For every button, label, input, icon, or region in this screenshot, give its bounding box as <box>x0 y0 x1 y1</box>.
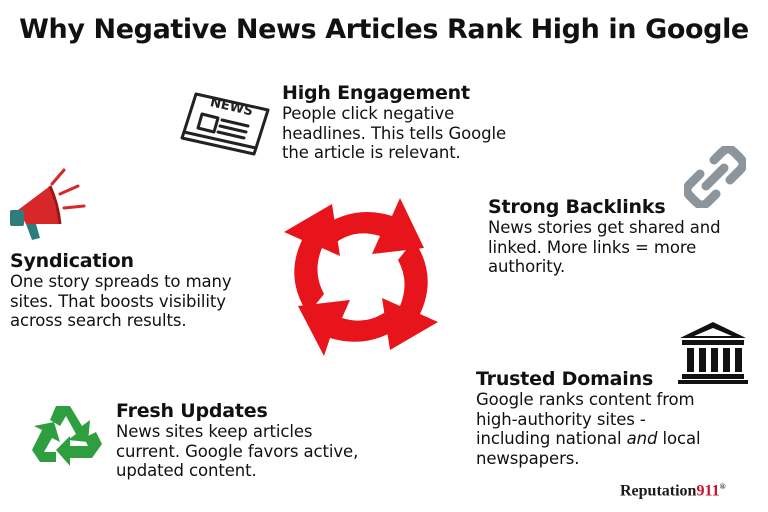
brand-logo: Reputation911® <box>620 482 726 500</box>
trusted-domains-line-1: Google ranks content from <box>476 390 695 409</box>
high-engagement-heading: High Engagement <box>282 82 470 104</box>
trusted-domains-block: Trusted Domains Google ranks content fro… <box>476 368 701 468</box>
fresh-updates-line-2: current. Google favors active, <box>116 441 359 461</box>
strong-backlinks-line-3: authority. <box>488 257 566 276</box>
trusted-domains-line-3-emphasis: and <box>626 429 658 448</box>
trusted-domains-line-3: including national and local <box>476 429 701 449</box>
syndication-line-1: One story spreads to many <box>10 272 232 291</box>
page-title: Why Negative News Articles Rank High in … <box>19 14 749 45</box>
trusted-domains-heading: Trusted Domains <box>476 368 654 390</box>
syndication-line-3: across search results. <box>10 311 187 330</box>
trusted-domains-line-3-start: including national <box>476 429 622 448</box>
high-engagement-line-1: People click negative <box>282 104 455 123</box>
strong-backlinks-heading: Strong Backlinks <box>488 196 666 218</box>
newspaper-icon: NEWS <box>178 86 276 160</box>
brand-number: 911 <box>696 482 720 500</box>
megaphone-icon <box>6 166 90 250</box>
fresh-updates-heading: Fresh Updates <box>116 400 268 422</box>
brand-registered-mark: ® <box>719 482 726 491</box>
strong-backlinks-line-2: linked. More links = more <box>488 237 697 257</box>
trusted-domains-line-4: newspapers. <box>476 448 580 468</box>
fresh-updates-line-1: News sites keep articles <box>116 422 313 441</box>
syndication-line-2: sites. That boosts visibility <box>10 291 226 311</box>
strong-backlinks-block: Strong Backlinks News stories get shared… <box>488 196 721 277</box>
strong-backlinks-line-1: News stories get shared and <box>488 218 721 237</box>
chain-link-icon <box>682 144 748 212</box>
red-circular-arrows-icon <box>274 192 448 366</box>
trusted-domains-line-2: high-authority sites - <box>476 409 646 429</box>
brand-name: Reputation <box>620 482 697 500</box>
fresh-updates-block: Fresh Updates News sites keep articles c… <box>116 400 358 481</box>
syndication-heading: Syndication <box>10 250 134 272</box>
syndication-block: Syndication One story spreads to many si… <box>10 250 232 331</box>
high-engagement-block: High Engagement People click negative he… <box>282 82 506 163</box>
high-engagement-line-3: the article is relevant. <box>282 143 461 162</box>
fresh-updates-line-3: updated content. <box>116 461 257 480</box>
bank-building-icon <box>678 320 748 388</box>
high-engagement-line-2: headlines. This tells Google <box>282 123 507 143</box>
recycle-icon <box>30 400 104 474</box>
trusted-domains-line-3-tail: local <box>657 429 701 448</box>
